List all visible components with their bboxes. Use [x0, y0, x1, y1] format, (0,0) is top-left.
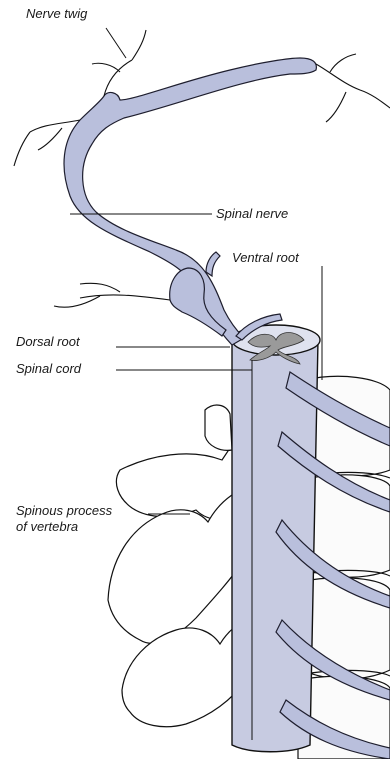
label-spinous-process: Spinous process of vertebra	[16, 503, 112, 535]
label-ventral-root: Ventral root	[232, 250, 299, 266]
label-spinous-process-line2: of vertebra	[16, 519, 112, 535]
label-dorsal-root: Dorsal root	[16, 334, 80, 350]
label-spinal-cord: Spinal cord	[16, 361, 81, 377]
label-spinous-process-line1: Spinous process	[16, 503, 112, 519]
label-nerve-twig: Nerve twig	[26, 6, 87, 22]
label-spinal-nerve: Spinal nerve	[216, 206, 288, 222]
